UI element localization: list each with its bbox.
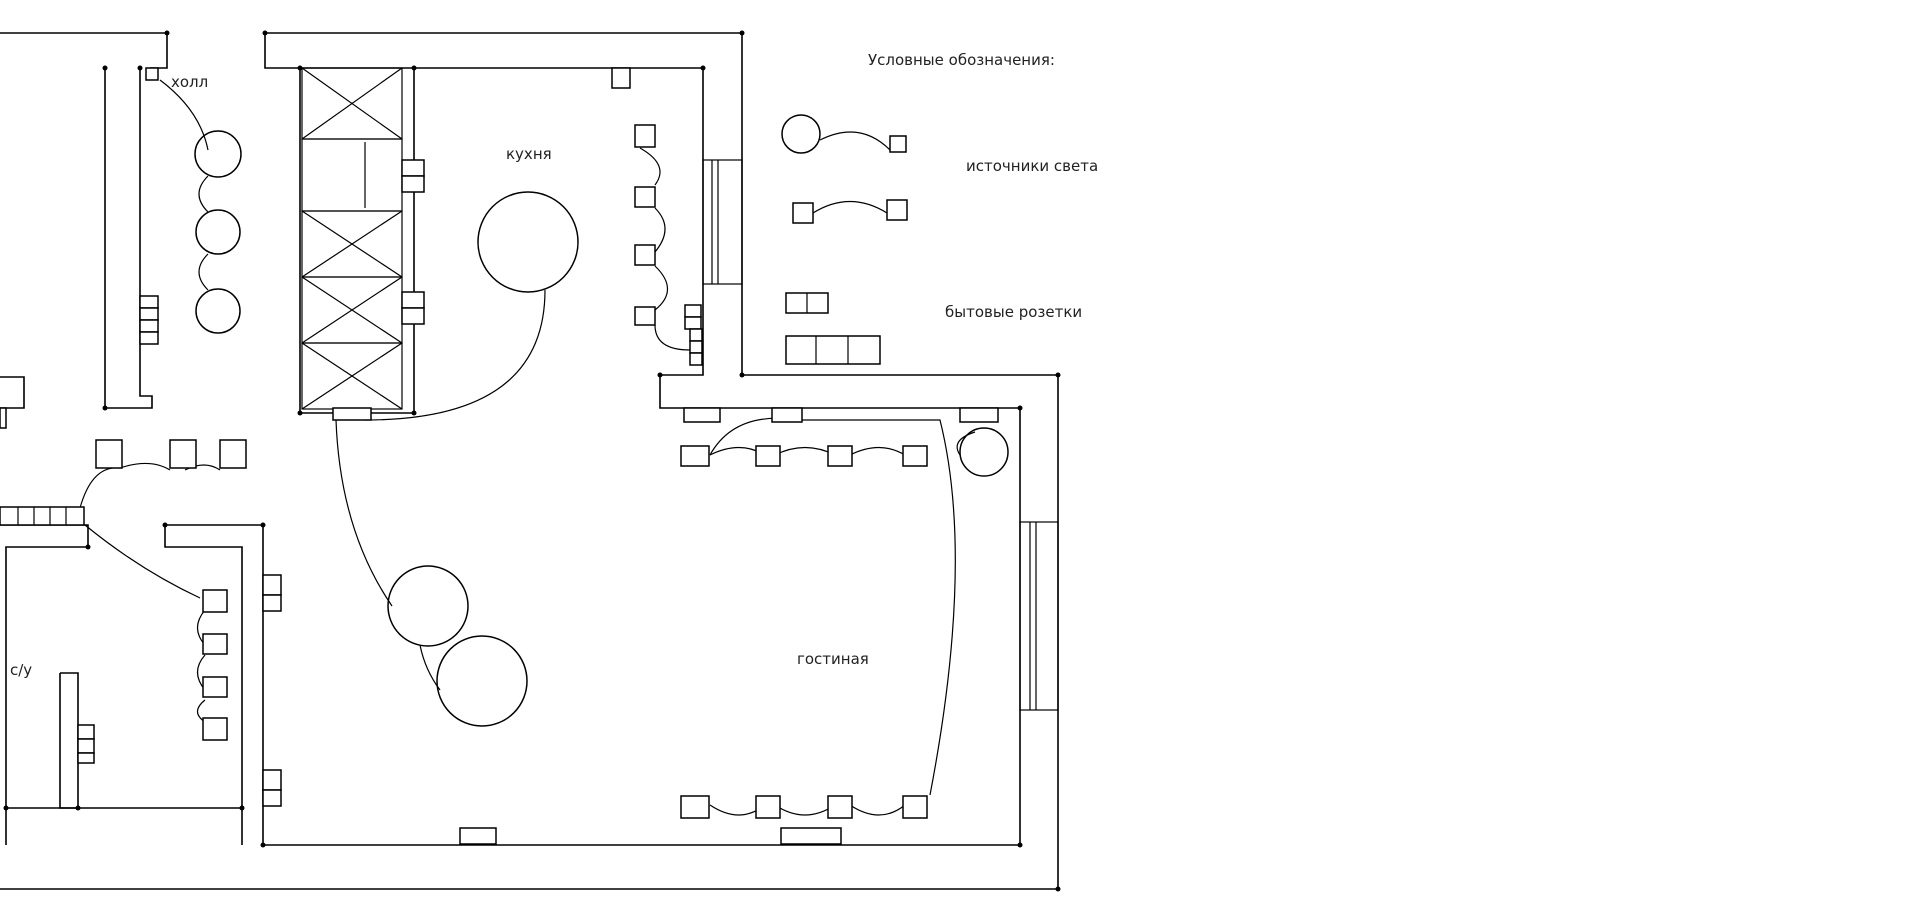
kitchen-cabinets <box>301 67 403 410</box>
legend-sockets-label: бытовые розетки <box>945 303 1082 321</box>
room-label-hall: холл <box>171 73 208 91</box>
legend-switch-icon <box>889 135 907 153</box>
hall-lamp-3 <box>195 288 241 334</box>
legend-socket-block-icon <box>785 335 881 365</box>
room-label-bathroom: с/у <box>10 661 32 679</box>
living-corner-lamp <box>959 427 1009 477</box>
socket-symbols <box>0 67 999 845</box>
hall-lamp-2 <box>195 209 241 255</box>
hall-lamp-1 <box>194 130 242 178</box>
walls <box>0 30 1061 892</box>
room-label-kitchen: кухня <box>506 145 552 163</box>
legend-switch-icon <box>886 199 908 221</box>
living-lamp-2 <box>436 635 528 727</box>
legend-switch-icon <box>792 202 814 224</box>
light-fixtures <box>194 130 1009 727</box>
legend-title: Условные обозначения: <box>868 51 1055 69</box>
living-lamp-1 <box>387 565 469 647</box>
kitchen-lamp <box>477 191 579 293</box>
legend-lamp-icon <box>781 114 821 154</box>
room-label-living: гостиная <box>797 650 869 668</box>
legend: Условные обозначения: источники света бы… <box>781 51 1098 365</box>
legend-lights-label: источники света <box>966 157 1098 175</box>
